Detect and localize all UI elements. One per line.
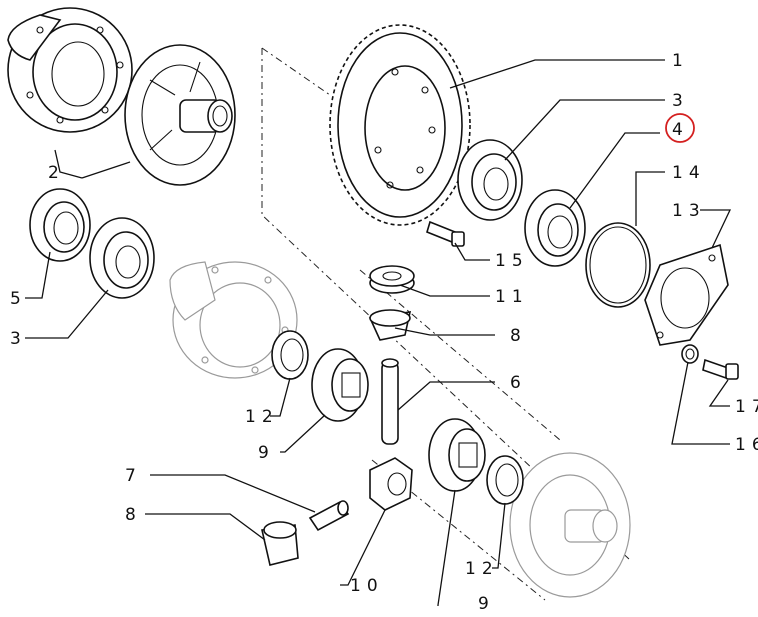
part-bevel-gear-8-lower: [261, 521, 299, 566]
callout-6: 6: [510, 373, 521, 393]
callout-3-left: 3: [10, 329, 21, 349]
part-washer-12-right: [486, 455, 524, 505]
highlight-circle-callout-4: [665, 113, 695, 143]
part-bearing-3-left: [89, 217, 155, 299]
part-differential-housing: [7, 7, 133, 133]
part-flange-ghost: [509, 452, 631, 598]
part-pin-shaft-6: [381, 358, 399, 445]
callout-labels: 1 3 4 14 13 2 5 3 15 11 8 6 12 9 17 16 7…: [10, 51, 758, 614]
callout-15: 15: [495, 251, 529, 271]
callout-14: 14: [672, 163, 706, 183]
part-pin-7: [308, 500, 350, 532]
part-bolt-15: [426, 220, 465, 247]
callout-9-left: 9: [258, 443, 269, 463]
part-side-gear-9-right: [428, 418, 486, 492]
callout-8-upper: 8: [510, 326, 521, 346]
callout-10: 10: [350, 576, 384, 596]
callout-11: 11: [495, 287, 529, 307]
part-ring-gear: [329, 24, 471, 226]
part-washer-16: [681, 344, 699, 364]
callout-12-right: 12: [465, 559, 499, 579]
callout-7: 7: [125, 466, 136, 486]
part-bolt-17: [702, 358, 739, 380]
part-o-ring-14: [585, 222, 651, 308]
part-washer-12-left: [271, 330, 309, 380]
callout-4: 4: [672, 120, 683, 140]
callout-17: 17: [735, 397, 758, 417]
part-cover-plate-13: [644, 243, 729, 346]
callout-2: 2: [48, 163, 59, 183]
part-seal-5: [29, 188, 91, 262]
leader-lines: [25, 59, 732, 606]
callout-5: 5: [10, 289, 21, 309]
part-bearing-4: [524, 189, 586, 267]
part-spider-10: [369, 457, 413, 511]
part-side-gear-9-left: [311, 348, 369, 422]
callout-13: 13: [672, 201, 706, 221]
part-housing-ghost: [169, 261, 298, 379]
part-thrust-washer-11: [369, 265, 415, 294]
callout-3-top: 3: [672, 91, 683, 111]
part-side-flange: [124, 44, 236, 186]
callout-12-left: 12: [245, 407, 279, 427]
callout-9-right: 9: [478, 594, 489, 612]
callout-8-lower: 8: [125, 505, 136, 525]
part-bearing-3-right: [457, 139, 523, 221]
part-bevel-gear-8-upper: [368, 309, 412, 341]
callout-16: 16: [735, 435, 758, 455]
callout-1: 1: [672, 51, 683, 71]
